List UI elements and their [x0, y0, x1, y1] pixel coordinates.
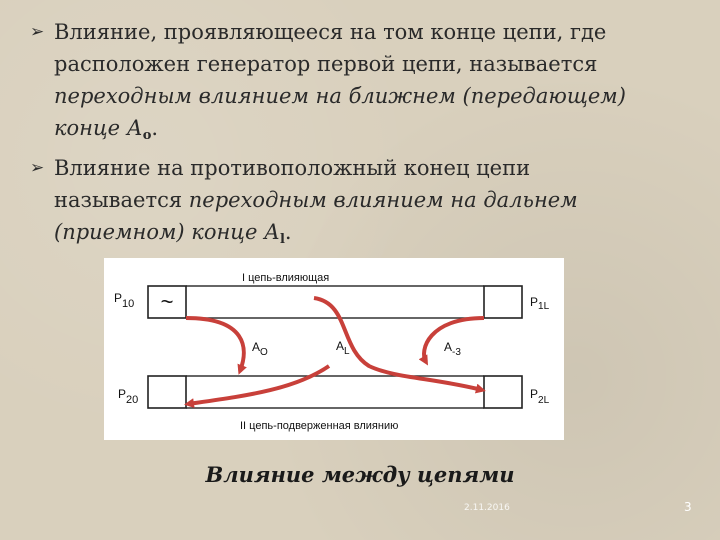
generator-icon: ~: [161, 289, 174, 314]
plain-text: называется: [54, 188, 189, 212]
diagram-caption: Влияние между цепями: [205, 462, 515, 487]
label-al: AL: [336, 339, 350, 357]
terminal-box-20: [147, 375, 187, 409]
far-end-arrow: [313, 296, 486, 394]
bullet-list: ➢ Влияние, проявляющееся на том конце це…: [30, 16, 710, 256]
page-number: 3: [684, 500, 692, 514]
back-arrow: [184, 364, 331, 409]
term-text: переходным влиянием на дальнем: [188, 188, 578, 212]
circuit-diagram-svg: ~ I цепь-влияющая II цепь-подверженная в…: [114, 272, 550, 432]
bullet-line: конце Ао.: [54, 112, 710, 152]
bullet-line: расположен генератор первой цепи, называ…: [54, 52, 598, 76]
bullet-line: называется переходным влиянием на дальне…: [54, 184, 710, 216]
bullet-line: переходным влиянием на ближнем (передающ…: [54, 84, 626, 108]
terminal-box-2l: [483, 375, 523, 409]
circuit-diagram: ~ I цепь-влияющая II цепь-подверженная в…: [104, 258, 564, 440]
bullet-far-end: ➢ Влияние на противоположный конец цепи …: [30, 152, 710, 256]
near-end-arrow: [185, 316, 247, 375]
label-p10: P10: [114, 291, 134, 310]
circuit1-label: I цепь-влияющая: [242, 272, 329, 284]
generator-box: [147, 285, 187, 319]
subscript: о: [142, 128, 152, 143]
term-text: конце А: [54, 116, 143, 140]
bullet-near-end: ➢ Влияние, проявляющееся на том конце це…: [30, 16, 710, 152]
bullet-line: Влияние, проявляющееся на том конце цепи…: [54, 20, 607, 44]
period: .: [151, 116, 159, 140]
term-text: (приемном) конце А: [54, 220, 280, 244]
label-p2l: P2L: [530, 387, 550, 406]
circuit2-label: II цепь-подверженная влиянию: [240, 420, 398, 432]
label-a3: A-3: [444, 340, 461, 358]
footer-date: 2.11.2016: [464, 503, 510, 513]
label-p20: P20: [118, 387, 138, 406]
receiver-box-1l: [483, 285, 523, 319]
subscript: l: [279, 232, 285, 247]
near-to-far-arrow: [418, 316, 485, 366]
bullet-line: (приемном) конце Аl.: [54, 216, 710, 256]
label-p1l: P1L: [530, 295, 550, 312]
arrow-bullet-icon: ➢: [30, 22, 45, 42]
period: .: [284, 220, 292, 244]
arrow-bullet-icon: ➢: [30, 158, 45, 178]
label-a0: AO: [252, 340, 268, 358]
bullet-line: Влияние на противоположный конец цепи: [54, 156, 531, 180]
